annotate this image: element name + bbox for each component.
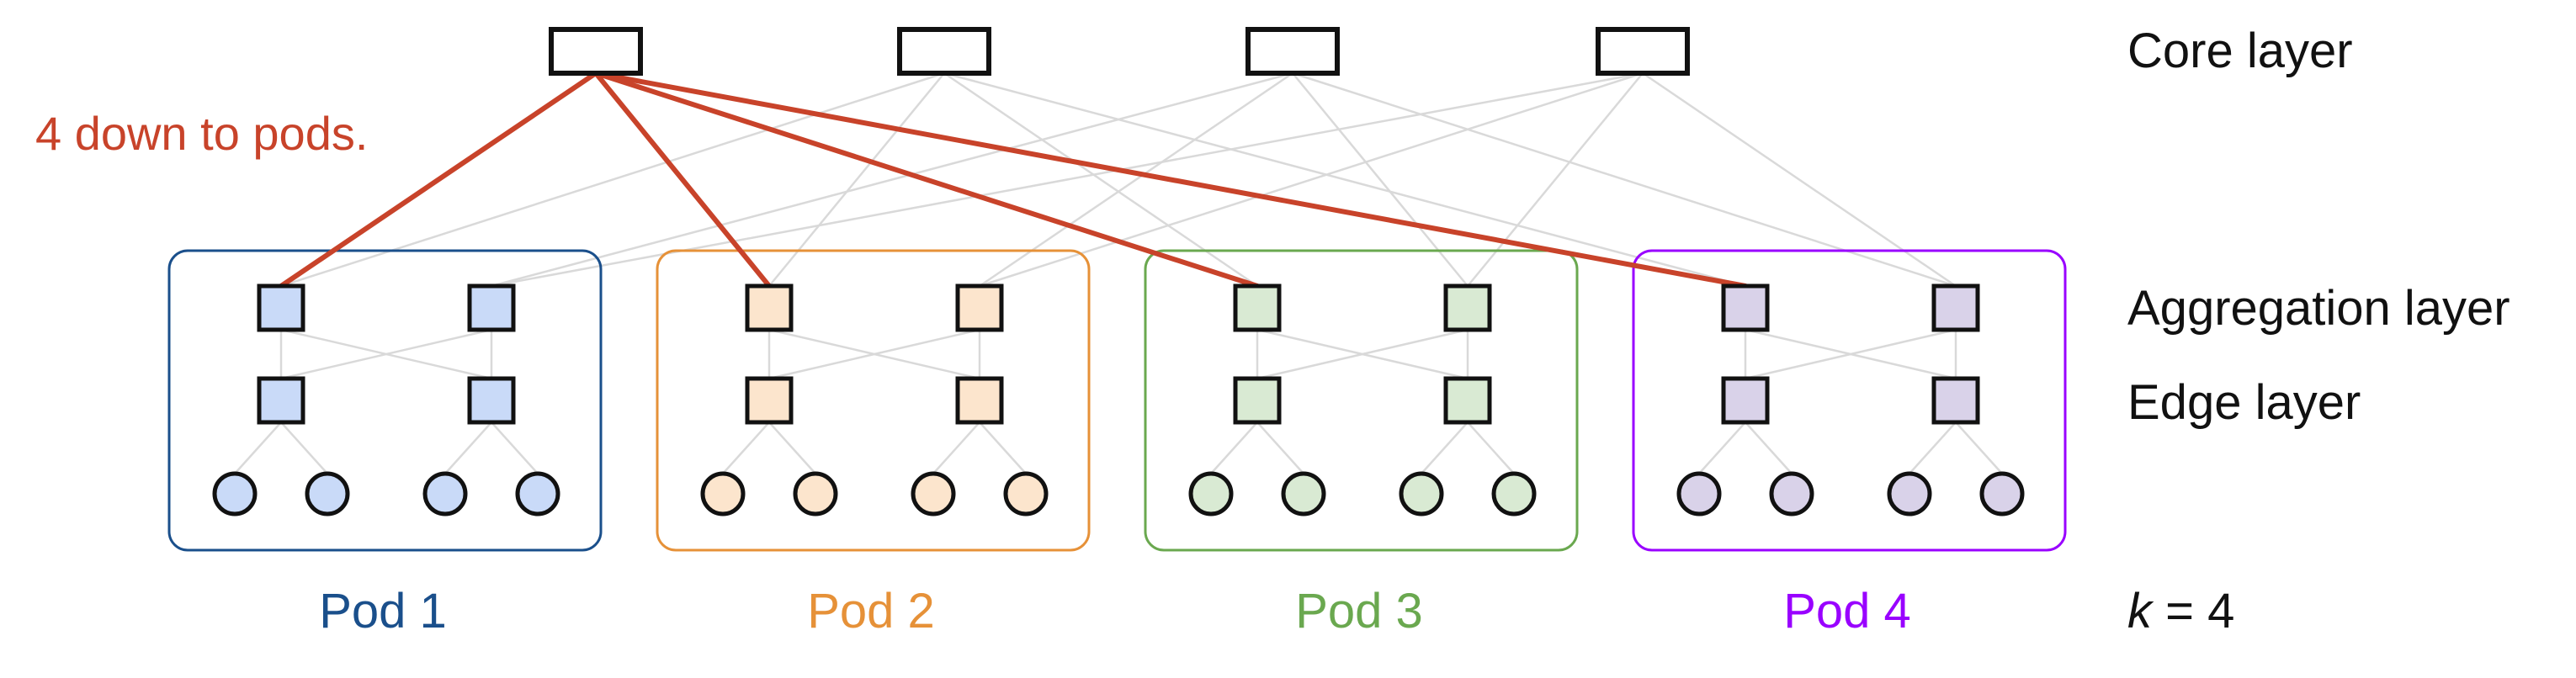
switch-and-host-nodes — [212, 27, 2025, 516]
pod-labels: Pod 1 Pod 2 Pod 3 Pod 4 — [319, 584, 1911, 638]
edge-layer-label: Edge layer — [2127, 375, 2361, 430]
core-aggregation-link — [491, 72, 1293, 288]
aggregation-switch — [1443, 283, 1492, 332]
core-layer-label: Core layer — [2127, 24, 2353, 78]
host-node — [1769, 471, 1814, 516]
aggregation-switch — [1721, 283, 1770, 332]
aggregation-switch — [745, 283, 794, 332]
edge-switch — [1233, 376, 1282, 425]
edge-switch — [1443, 376, 1492, 425]
edge-switch — [955, 376, 1004, 425]
core-switch — [549, 27, 643, 76]
core-aggregation-link — [979, 72, 1293, 288]
edge-host-link — [1256, 421, 1304, 474]
core-switch — [1596, 27, 1690, 76]
edge-host-link — [1955, 421, 2003, 474]
highlighted-link — [279, 71, 598, 289]
host-node — [1491, 471, 1537, 516]
edge-host-link — [979, 421, 1027, 474]
host-node — [1281, 471, 1326, 516]
pod-label: Pod 1 — [319, 584, 447, 638]
host-node — [422, 471, 468, 516]
aggregation-switch — [467, 283, 516, 332]
edge-host-link — [1421, 421, 1469, 474]
pod-boxes — [167, 249, 2067, 552]
edge-host-link — [932, 421, 980, 474]
edge-host-link — [491, 421, 539, 474]
pod-label: Pod 4 — [1783, 584, 1911, 638]
core-aggregation-link — [943, 72, 1746, 288]
core-aggregation-link — [979, 72, 1644, 288]
edge-switch — [257, 376, 305, 425]
host-node — [911, 471, 956, 516]
aggregation-switch — [257, 283, 305, 332]
edge-switch — [1721, 376, 1770, 425]
host-node — [1399, 471, 1444, 516]
aggregation-switch — [955, 283, 1004, 332]
aggregation-switch — [1931, 283, 1980, 332]
edge-switch — [467, 376, 516, 425]
edge-host-link — [722, 421, 770, 474]
edge-host-link — [768, 421, 816, 474]
edge-switch — [745, 376, 794, 425]
k-parameter-label: k = 4 — [2127, 584, 2234, 638]
edge-host-link — [1210, 421, 1258, 474]
pod-label: Pod 2 — [807, 584, 935, 638]
edge-host-link — [1909, 421, 1957, 474]
core-aggregation-link — [943, 72, 1258, 288]
pod-box — [1632, 249, 2067, 552]
pod-label: Pod 3 — [1295, 584, 1423, 638]
host-node — [515, 471, 560, 516]
aggregation-edge-link — [1256, 328, 1469, 380]
edge-host-link — [280, 421, 328, 474]
core-aggregation-link — [768, 72, 945, 287]
annotation-text: 4 down to pods. — [35, 107, 368, 160]
aggregation-edge-link — [768, 328, 980, 380]
host-node — [1188, 471, 1234, 516]
core-aggregation-link — [1642, 72, 1957, 288]
aggregation-switch — [1233, 283, 1282, 332]
edge-host-link — [1698, 421, 1746, 474]
edge-switch — [1931, 376, 1980, 425]
host-node — [700, 471, 746, 516]
pod-box — [656, 249, 1091, 552]
edge-host-link — [1745, 421, 1793, 474]
host-node — [1887, 471, 1932, 516]
k-variable: k — [2127, 584, 2154, 638]
highlighted-link — [593, 71, 772, 289]
host-node — [1979, 471, 2025, 516]
host-node — [1676, 471, 1722, 516]
edge-host-link — [234, 421, 282, 474]
aggregation-layer-label: Aggregation layer — [2127, 281, 2510, 336]
core-switch — [897, 27, 991, 76]
host-node — [212, 471, 258, 516]
aggregation-edge-link — [1745, 328, 1957, 380]
edge-host-link — [1467, 421, 1515, 474]
highlighted-link — [593, 71, 1260, 289]
core-aggregation-link — [1292, 72, 1469, 287]
pod-box — [167, 249, 603, 552]
edge-host-link — [444, 421, 492, 474]
highlighted-core-links — [279, 71, 1748, 289]
core-aggregation-link — [1467, 72, 1644, 287]
pod-box — [1144, 249, 1579, 552]
host-node — [793, 471, 838, 516]
host-node — [305, 471, 350, 516]
aggregation-edge-link — [280, 328, 492, 380]
host-node — [1003, 471, 1049, 516]
highlighted-link — [593, 71, 1748, 289]
core-switch — [1246, 27, 1340, 76]
k-value: = 4 — [2152, 584, 2234, 638]
